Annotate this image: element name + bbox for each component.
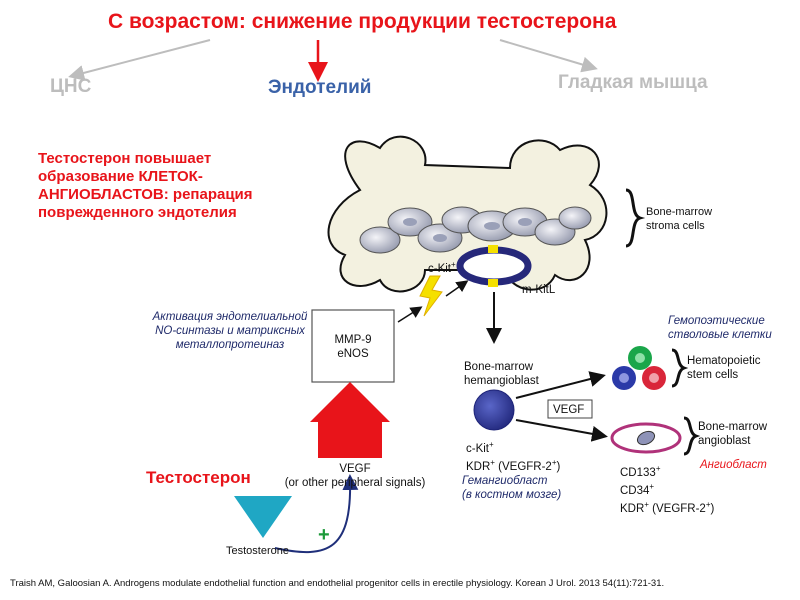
vegf-box-label: VEGF: [553, 404, 585, 416]
stroma-brace: [625, 188, 646, 248]
arrow-to-hsc: [515, 371, 606, 399]
hematopoietic-stem-cells: [612, 346, 666, 390]
vegf-box: [547, 399, 593, 419]
arrow-mmp-to-bolt: [397, 306, 423, 323]
citation: Traish AM, Galoosian A. Androgens modula…: [10, 578, 665, 589]
plus-sign: +: [318, 524, 330, 546]
arrow-to-angioblast: [515, 419, 608, 442]
testosterone-label-en: Testosterone: [226, 545, 289, 557]
hemangioblast-cell: [473, 389, 515, 431]
niche-ring: [456, 245, 532, 287]
lightning-bolt-icon: [419, 275, 443, 317]
testosterone-label-ru: Тестостерон: [146, 468, 251, 487]
ckit-label: c-Kit+: [428, 260, 456, 275]
big-red-up-arrow: [310, 382, 390, 458]
branch-cns: ЦНС: [50, 76, 92, 97]
slide-title: С возрастом: снижение продукции тестосте…: [108, 10, 617, 33]
angioblast-markers: CD133+ CD34+ KDR+ (VEGFR-2+): [620, 464, 715, 515]
intro-text: Тестостерон повышает образование КЛЕТОК-…: [38, 150, 253, 221]
angioblast-brace: [683, 416, 701, 456]
testosterone-triangle: [234, 496, 292, 538]
hemangioblast-label-ru: Гемангиобласт(в костном мозге): [462, 475, 562, 501]
hemangioblast-markers: c-Kit+ KDR+ (VEGFR-2+): [466, 440, 561, 473]
mkitl-label: m-KitL: [522, 284, 556, 296]
testosterone-to-vegf-arrow: [274, 474, 359, 554]
angioblast-cell: [610, 422, 682, 454]
arrow-bolt-to-niche: [445, 280, 469, 297]
mmp-enos-box: [311, 309, 395, 383]
stroma-cells: [359, 206, 592, 254]
vegf-signal-label: VEGF(or other peripheral signals): [284, 463, 426, 489]
angioblast-label-ru: Ангиобласт: [700, 459, 767, 471]
hsc-brace: [671, 348, 689, 388]
branch-smooth-muscle: Гладкая мышца: [558, 72, 708, 93]
branch-endothelium: Эндотелий: [268, 77, 372, 98]
activation-note: Активация эндотелиальной NO-синтазы и ма…: [152, 311, 308, 351]
branch-arrows: [68, 39, 598, 82]
